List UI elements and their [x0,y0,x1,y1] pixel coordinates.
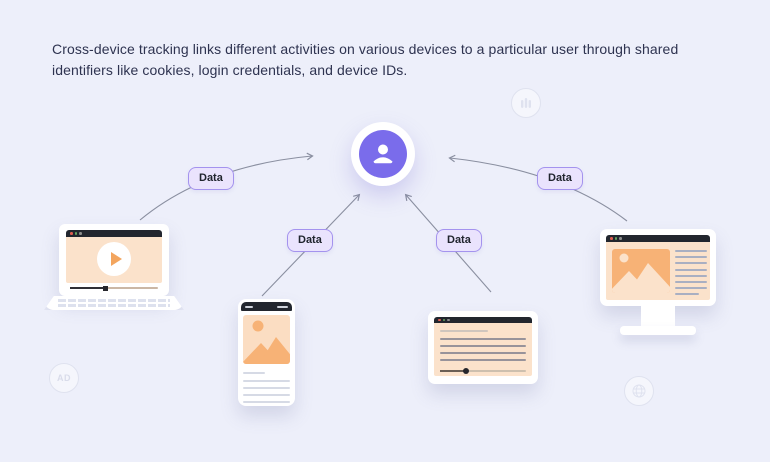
text-line [440,359,526,361]
text-line [675,250,707,252]
monitor-stand-neck [641,306,675,327]
laptop-browser-bar [66,230,162,237]
window-controls-icon [610,237,622,240]
image-placeholder-icon [243,315,290,364]
bar-chart-icon [511,88,541,118]
data-label-phone: Data [287,229,333,252]
text-line [675,293,699,296]
text-line [675,274,707,277]
status-icons-mark [277,305,288,308]
window-controls-icon [438,318,450,321]
text-line [675,262,707,265]
keyboard-keys [58,299,170,307]
tablet-browser-bar [434,317,532,323]
audio-progress-bar [440,368,526,374]
text-line [440,352,526,354]
status-time-mark [245,305,253,308]
text-line [243,394,290,396]
text-line [675,280,707,283]
user-node [351,122,415,186]
description-text: Cross-device tracking links different ac… [52,41,679,79]
ad-badge-label: AD [57,373,71,383]
phone-status-bar [241,302,292,311]
arrow-desktop-to-user [448,154,628,222]
text-line [243,380,290,382]
text-line [440,330,488,332]
data-label-tablet: Data [436,229,482,252]
text-line [243,387,290,389]
text-line [675,256,707,259]
monitor-stand-base [620,326,696,335]
text-line [440,345,526,347]
play-button-icon [97,242,131,276]
user-avatar-icon [359,130,407,178]
text-line [243,401,290,403]
desktop-browser-bar [606,235,710,242]
text-line [243,372,265,374]
text-line [675,268,707,271]
data-label-laptop: Data [188,167,234,190]
text-lines-block [675,250,707,300]
text-line [440,338,526,340]
text-line [675,287,707,290]
video-progress-bar [70,285,158,291]
window-controls-icon [70,232,82,235]
data-label-desktop: Data [537,167,583,190]
globe-icon [624,376,654,406]
ad-badge-icon: AD [49,363,79,393]
image-placeholder-icon [612,249,670,293]
laptop-keyboard [44,296,184,310]
